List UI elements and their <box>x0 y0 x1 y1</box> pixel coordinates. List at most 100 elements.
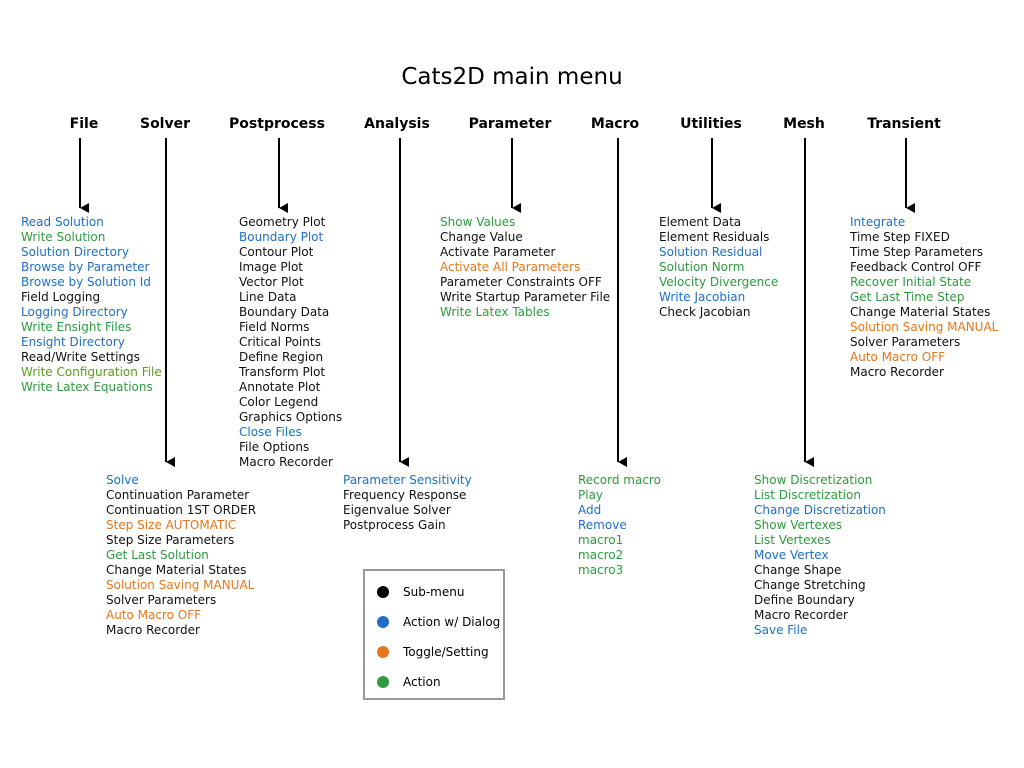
menu-item-mesh[interactable]: Change Shape <box>754 563 842 577</box>
menu-item-postprocess[interactable]: Color Legend <box>239 395 319 409</box>
menu-item-analysis[interactable]: Parameter Sensitivity <box>343 473 472 487</box>
menu-item-mesh[interactable]: Macro Recorder <box>754 608 848 622</box>
menu-item-file[interactable]: Ensight Directory <box>21 335 125 349</box>
menu-item-mesh[interactable]: List Vertexes <box>754 533 831 547</box>
menu-item-postprocess[interactable]: Annotate Plot <box>239 380 321 394</box>
menu-item-postprocess[interactable]: Define Region <box>239 350 324 364</box>
menu-header-analysis[interactable]: Analysis <box>364 116 430 132</box>
menu-item-utilities[interactable]: Write Jacobian <box>659 290 746 304</box>
menu-item-analysis[interactable]: Frequency Response <box>343 488 467 502</box>
menu-item-postprocess[interactable]: Boundary Data <box>239 305 330 319</box>
menu-item-solver[interactable]: Step Size AUTOMATIC <box>106 518 237 532</box>
menu-item-parameter[interactable]: Write Startup Parameter File <box>440 290 611 304</box>
menu-item-postprocess[interactable]: Geometry Plot <box>239 215 326 229</box>
menu-item-file[interactable]: Solution Directory <box>21 245 130 259</box>
menu-item-postprocess[interactable]: Critical Points <box>239 335 321 349</box>
menu-item-transient[interactable]: Recover Initial State <box>850 275 972 289</box>
menu-item-mesh[interactable]: Change Stretching <box>754 578 866 592</box>
menu-item-macro[interactable]: macro3 <box>578 563 624 577</box>
menu-item-parameter[interactable]: Activate All Parameters <box>440 260 581 274</box>
menu-item-mesh[interactable]: Define Boundary <box>754 593 855 607</box>
menu-item-utilities[interactable]: Element Data <box>659 215 742 229</box>
menu-header-file[interactable]: File <box>69 116 99 132</box>
menu-item-postprocess[interactable]: Field Norms <box>239 320 310 334</box>
menu-item-transient[interactable]: Time Step FIXED <box>850 230 950 244</box>
menu-item-utilities[interactable]: Solution Norm <box>659 260 745 274</box>
menu-item-transient[interactable]: Solution Saving MANUAL <box>850 320 999 334</box>
menu-item-solver[interactable]: Get Last Solution <box>106 548 209 562</box>
menu-header-mesh[interactable]: Mesh <box>783 116 825 132</box>
menu-item-solver[interactable]: Macro Recorder <box>106 623 200 637</box>
menu-item-postprocess[interactable]: Boundary Plot <box>239 230 324 244</box>
menu-item-utilities[interactable]: Velocity Divergence <box>659 275 779 289</box>
menu-item-macro[interactable]: Add <box>578 503 602 517</box>
menu-item-file[interactable]: Browse by Solution Id <box>21 275 151 289</box>
menu-header-postprocess[interactable]: Postprocess <box>229 116 325 132</box>
legend-label: Toggle/Setting <box>403 645 489 659</box>
menu-item-solver[interactable]: Solve <box>106 473 139 487</box>
menu-header-parameter[interactable]: Parameter <box>468 116 552 132</box>
menu-item-transient[interactable]: Get Last Time Step <box>850 290 965 304</box>
menu-item-solver[interactable]: Solver Parameters <box>106 593 217 607</box>
menu-item-solver[interactable]: Change Material States <box>106 563 247 577</box>
menu-item-postprocess[interactable]: Graphics Options <box>239 410 343 424</box>
menu-item-transient[interactable]: Solver Parameters <box>850 335 961 349</box>
menu-item-transient[interactable]: Macro Recorder <box>850 365 944 379</box>
menu-item-transient[interactable]: Change Material States <box>850 305 991 319</box>
menu-header-transient[interactable]: Transient <box>867 116 941 132</box>
menu-item-macro[interactable]: Record macro <box>578 473 661 487</box>
menu-header-solver[interactable]: Solver <box>139 116 191 132</box>
menu-item-solver[interactable]: Solution Saving MANUAL <box>106 578 255 592</box>
menu-item-mesh[interactable]: Move Vertex <box>754 548 829 562</box>
menu-item-postprocess[interactable]: Close Files <box>239 425 302 439</box>
menu-item-mesh[interactable]: Change Discretization <box>754 503 886 517</box>
menu-item-file[interactable]: Logging Directory <box>21 305 128 319</box>
menu-item-file[interactable]: Write Ensight Files <box>21 320 132 334</box>
menu-item-file[interactable]: Write Configuration File <box>21 365 162 379</box>
menu-item-utilities[interactable]: Element Residuals <box>659 230 770 244</box>
menu-item-file[interactable]: Browse by Parameter <box>21 260 150 274</box>
menu-item-mesh[interactable]: Show Discretization <box>754 473 873 487</box>
menu-item-solver[interactable]: Continuation 1ST ORDER <box>106 503 257 517</box>
menu-item-file[interactable]: Write Latex Equations <box>21 380 153 394</box>
menu-item-solver[interactable]: Step Size Parameters <box>106 533 235 547</box>
menu-header-macro[interactable]: Macro <box>590 116 640 132</box>
menu-item-transient[interactable]: Auto Macro OFF <box>850 350 946 364</box>
menu-item-file[interactable]: Field Logging <box>21 290 101 304</box>
menu-item-postprocess[interactable]: File Options <box>239 440 310 454</box>
menu-item-postprocess[interactable]: Macro Recorder <box>239 455 333 469</box>
menu-item-transient[interactable]: Time Step Parameters <box>850 245 984 259</box>
menu-item-parameter[interactable]: Activate Parameter <box>440 245 556 259</box>
menu-item-solver[interactable]: Continuation Parameter <box>106 488 250 502</box>
menu-item-transient[interactable]: Integrate <box>850 215 906 229</box>
menu-item-parameter[interactable]: Write Latex Tables <box>440 305 550 319</box>
menu-item-macro[interactable]: Remove <box>578 518 627 532</box>
menu-item-transient[interactable]: Feedback Control OFF <box>850 260 982 274</box>
menu-item-utilities[interactable]: Solution Residual <box>659 245 763 259</box>
menu-item-postprocess[interactable]: Vector Plot <box>239 275 304 289</box>
menu-item-mesh[interactable]: Save File <box>754 623 808 637</box>
menu-item-macro[interactable]: Play <box>578 488 604 502</box>
menu-item-parameter[interactable]: Show Values <box>440 215 516 229</box>
menu-header-utilities[interactable]: Utilities <box>680 116 742 132</box>
menu-item-postprocess[interactable]: Contour Plot <box>239 245 314 259</box>
menu-item-utilities[interactable]: Check Jacobian <box>659 305 751 319</box>
menu-item-mesh[interactable]: Show Vertexes <box>754 518 843 532</box>
menu-item-parameter[interactable]: Change Value <box>440 230 523 244</box>
menu-item-postprocess[interactable]: Line Data <box>239 290 297 304</box>
menu-item-file[interactable]: Read/Write Settings <box>21 350 140 364</box>
menu-item-solver[interactable]: Auto Macro OFF <box>106 608 202 622</box>
menu-item-postprocess[interactable]: Transform Plot <box>239 365 326 379</box>
menu-item-mesh[interactable]: List Discretization <box>754 488 861 502</box>
menu-item-macro[interactable]: macro1 <box>578 533 624 547</box>
menu-item-analysis[interactable]: Postprocess Gain <box>343 518 446 532</box>
menu-item-analysis[interactable]: Eigenvalue Solver <box>343 503 451 517</box>
menu-item-file[interactable]: Write Solution <box>21 230 106 244</box>
menu-item-macro[interactable]: macro2 <box>578 548 624 562</box>
menu-item-file[interactable]: Read Solution <box>21 215 104 229</box>
menu-item-postprocess[interactable]: Image Plot <box>239 260 304 274</box>
menu-item-parameter[interactable]: Parameter Constraints OFF <box>440 275 602 289</box>
